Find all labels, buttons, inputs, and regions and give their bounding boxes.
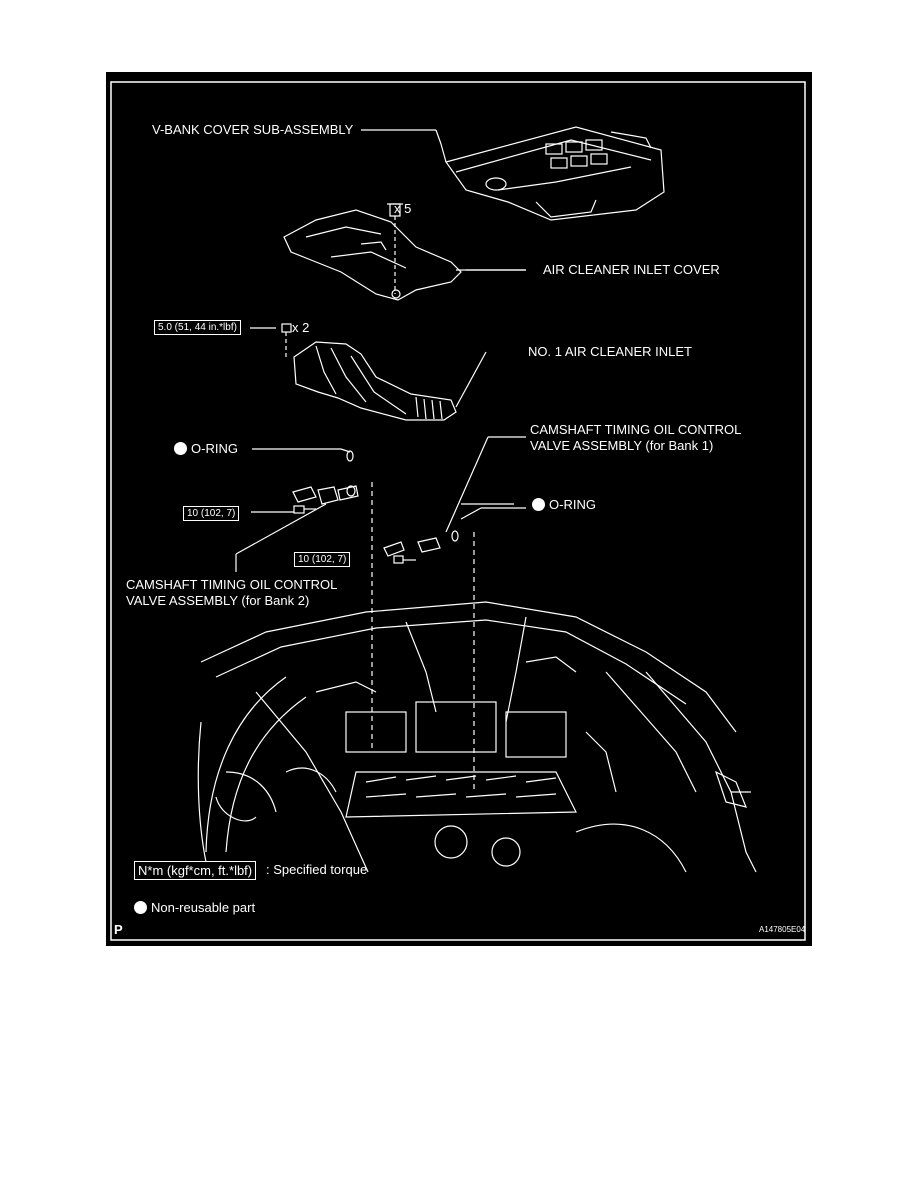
torque-bank1-bolt: 10 (102, 7) <box>294 552 351 567</box>
torque-bank2-bolt: 10 (102, 7) <box>183 506 240 521</box>
legend-nonreusable-text: Non-reusable part <box>151 900 256 915</box>
figure-frame <box>110 81 806 941</box>
vbank-cover-drawing <box>435 126 665 221</box>
inlet-bolt-drawing <box>250 323 292 357</box>
figure-code: A147805E04 <box>759 925 806 934</box>
vbank-cover-label: V-BANK COVER SUB-ASSEMBLY <box>152 122 354 137</box>
diagram-artwork <box>110 81 806 941</box>
nonreusable-mark-icon <box>174 442 187 455</box>
oring-left-label: O-RING <box>174 441 238 457</box>
camshaft-bank2-line1: CAMSHAFT TIMING OIL CONTROL <box>126 577 338 592</box>
diagram-figure: V-BANK COVER SUB-ASSEMBLY x 5 AIR CLEANE… <box>106 72 812 946</box>
oring-left-text: O-RING <box>191 441 238 456</box>
torque-inlet-bolt: 5.0 (51, 44 in.*lbf) <box>154 320 241 335</box>
bolt-quantity: x 2 <box>292 320 310 335</box>
no1-air-cleaner-inlet-drawing <box>293 341 487 421</box>
air-cleaner-inlet-cover-label: AIR CLEANER INLET COVER <box>543 262 720 277</box>
air-cleaner-inlet-cover-drawing <box>283 209 526 301</box>
engine-bay-drawing <box>197 601 757 873</box>
bank1-valve-drawing <box>383 436 526 792</box>
camshaft-bank2-line2: VALVE ASSEMBLY (for Bank 2) <box>126 593 310 608</box>
camshaft-bank1-line2: VALVE ASSEMBLY (for Bank 1) <box>530 438 714 453</box>
oring-right-label: O-RING <box>532 497 596 513</box>
legend-nonreusable: Non-reusable part <box>134 900 255 916</box>
corner-letter: P <box>114 922 123 937</box>
no1-air-cleaner-inlet-label: NO. 1 AIR CLEANER INLET <box>528 344 692 359</box>
bank2-valve-drawing <box>235 450 373 752</box>
nut-drawing <box>387 203 403 294</box>
legend-torque-text: : Specified torque <box>266 862 368 877</box>
oring-right-text: O-RING <box>549 497 596 512</box>
nut-quantity: x 5 <box>394 201 412 216</box>
camshaft-bank1-line1: CAMSHAFT TIMING OIL CONTROL <box>530 422 742 437</box>
nonreusable-mark-icon <box>134 901 147 914</box>
nonreusable-mark-icon <box>532 498 545 511</box>
legend-torque-box: N*m (kgf*cm, ft.*lbf) <box>134 861 257 880</box>
